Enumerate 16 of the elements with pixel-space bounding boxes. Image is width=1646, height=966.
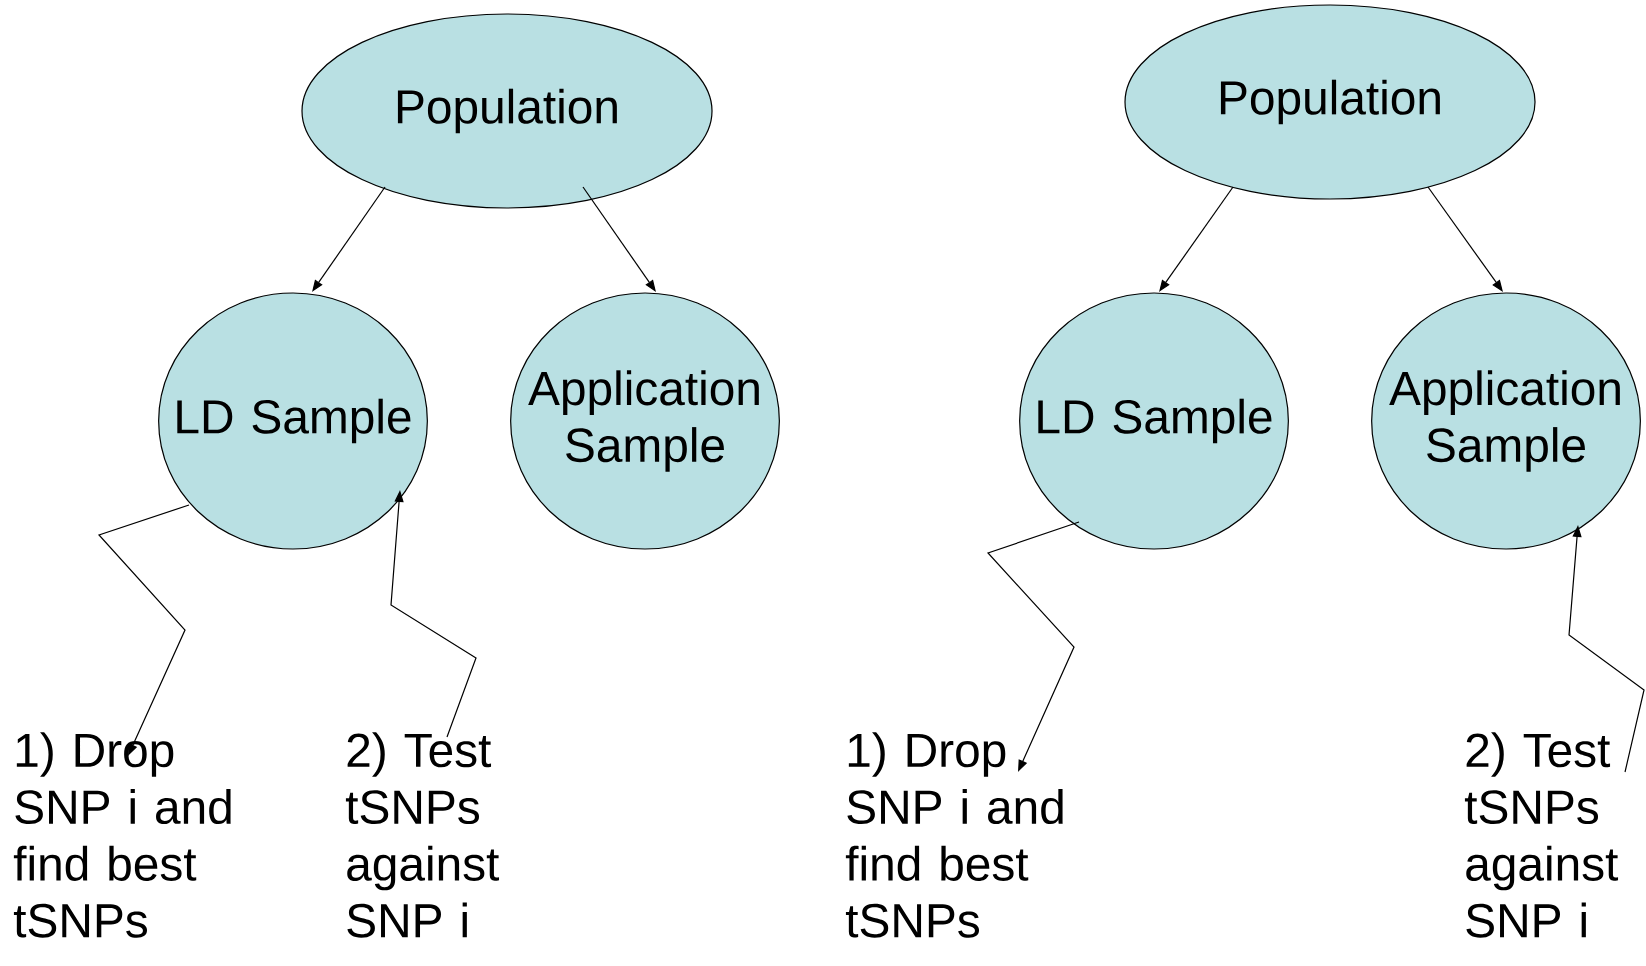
step-text: 1) Drop SNP i and find best tSNPs: [845, 732, 1063, 938]
arrow: [312, 186, 386, 292]
step-text: 2) Test tSNPs against SNP i: [1464, 732, 1619, 938]
circle-node: LD Sample: [1019, 292, 1289, 550]
circle-node: Application Sample: [510, 292, 780, 550]
arrow: [1159, 186, 1234, 292]
arrow: [1427, 186, 1503, 292]
circle-node: Application Sample: [1371, 292, 1641, 550]
arrow: [582, 186, 656, 292]
step-text: 2) Test tSNPs against SNP i: [345, 732, 499, 938]
leader-arrow: [986, 521, 1080, 772]
circle-node: LD Sample: [158, 292, 428, 550]
ellipse-node: Population: [301, 13, 713, 209]
leader-arrow: [97, 504, 190, 756]
step-text: 1) Drop SNP i and find best tSNPs: [13, 732, 231, 938]
ellipse-node: Population: [1124, 4, 1536, 200]
